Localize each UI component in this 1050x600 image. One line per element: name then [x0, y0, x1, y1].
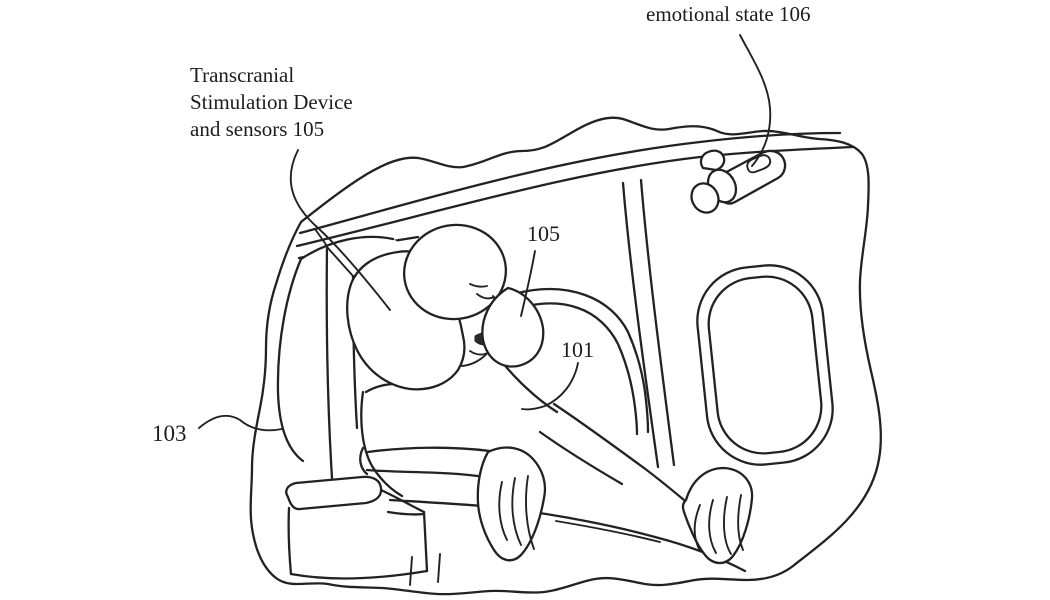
callout-transcranial-line3: and sensors 105 — [190, 117, 325, 141]
seat-armrest — [285, 475, 441, 586]
passenger-left-hand — [476, 446, 547, 562]
leader-line-tsd — [289, 149, 391, 311]
callout-transcranial-line1: Transcranial — [190, 63, 295, 87]
leader-line-101 — [521, 362, 579, 411]
neck-device-front-lobe — [481, 286, 545, 368]
camera-mount — [699, 149, 726, 172]
passenger-body — [359, 360, 754, 565]
emotion-camera — [690, 149, 787, 214]
ref-number-105: 105 — [527, 221, 560, 246]
leader-line-emotional — [739, 34, 772, 167]
camera-slot — [746, 154, 772, 174]
leader-line-103 — [198, 414, 283, 432]
ref-number-101: 101 — [561, 337, 594, 362]
leader-lines — [198, 34, 772, 432]
callout-emotional-state: emotional state 106 — [646, 2, 811, 26]
cabin-outline — [249, 116, 882, 596]
ref-number-103: 103 — [152, 421, 187, 446]
window-pillar — [621, 178, 676, 469]
callout-transcranial-line2: Stimulation Device — [190, 90, 353, 114]
window-left — [496, 287, 650, 436]
passenger-right-hand — [681, 466, 754, 565]
window-right — [696, 264, 834, 466]
camera-lens-icon — [690, 182, 720, 214]
leader-line-105 — [520, 250, 536, 317]
seat-cushion-edge — [388, 498, 747, 573]
callout-transcranial-device: Transcranial Stimulation Device and sens… — [190, 62, 353, 143]
